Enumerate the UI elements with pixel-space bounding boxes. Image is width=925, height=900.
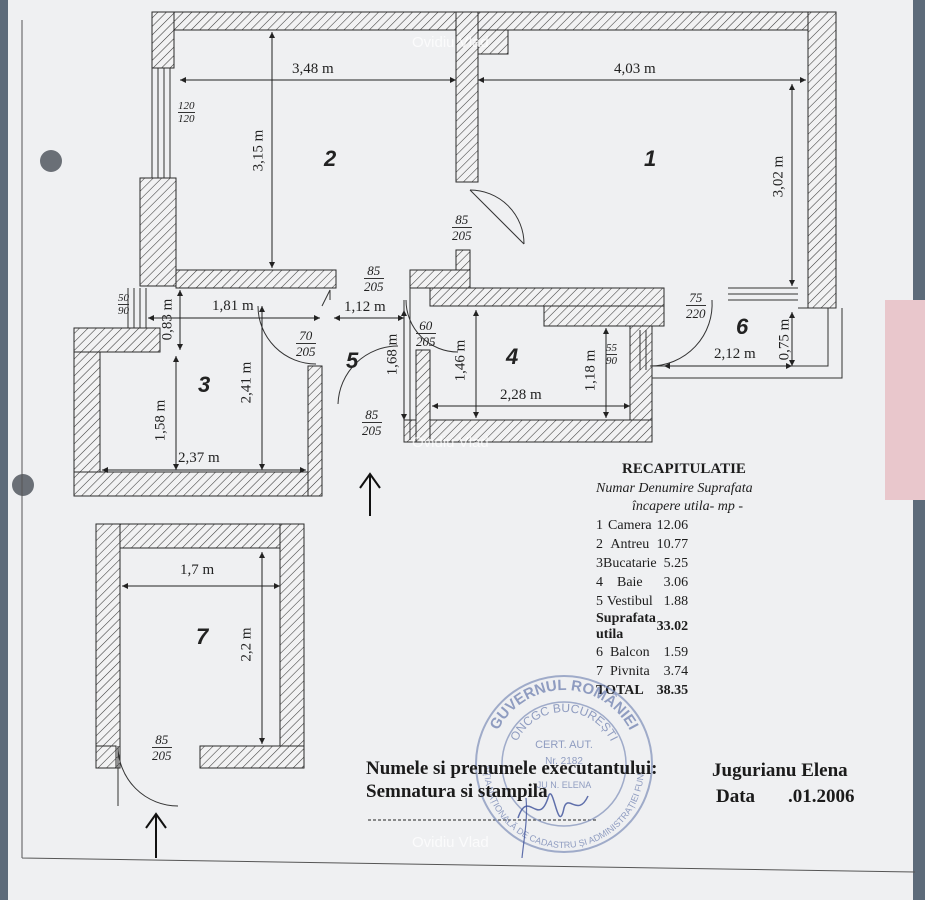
dimension-label: 0,75 m [776,318,793,361]
summary-header-line2: încapere utila- mp - [632,499,744,514]
dimension-label: 1,81 m [212,298,254,314]
dimension-label: 3,02 m [770,155,787,198]
punch-hole-top [40,150,62,172]
windows [127,68,798,370]
executant-name: Jugurianu Elena [712,760,848,781]
dimension-label: 2,12 m [714,346,756,362]
summary-header-line1: Numar Denumire Suprafata [596,481,753,496]
dimension-label: 3,15 m [250,129,267,172]
dimension-label: 1,12 m [344,299,386,315]
stamp-inner-text: ONCGC BUCUREȘTI [507,701,621,743]
room-label-6: 6 [736,314,749,339]
svg-text:ONCGC BUCUREȘTI: ONCGC BUCUREȘTI [507,701,621,743]
dimension-label: 2,37 m [178,450,220,466]
watermark: Ovidiu Vlad [412,34,489,51]
watermark: Ovidiu Vlad [412,834,489,851]
stamp-center-text: CERT. AUT. [535,739,593,751]
dimension-label: 2,28 m [500,387,542,403]
stamp-center-text: Nr. 2182 [545,756,583,767]
north-arrow-icon [145,812,167,858]
room-label-2: 2 [324,146,337,171]
room-label-3: 3 [198,372,211,397]
watermark: Ovidiu Vlad [412,434,489,451]
executant-label: Numele si prenumele executantului: [366,758,658,779]
dimension-lines [102,32,806,744]
dimension-label: 1,18 m [582,349,599,392]
room-label-7: 7 [196,624,209,649]
walls [73,11,837,769]
date-value: .01.2006 [788,786,855,807]
dimension-label: 1,68 m [384,333,401,376]
dimension-label: 2,41 m [238,361,255,404]
room-label-4: 4 [506,344,519,369]
dimension-label: 2,2 m [238,627,255,662]
dimension-label: 1,7 m [180,562,215,578]
signature [517,793,589,819]
north-arrow-icon [359,472,381,516]
dimension-label: 0,83 m [159,298,176,341]
dimension-label: 4,03 m [614,61,656,77]
summary-title: RECAPITULATIE [622,461,746,477]
background-paper-edge [885,300,925,500]
dimension-label: 3,48 m [292,61,334,77]
signature-label: Semnatura si stampila [366,781,548,802]
room-label-5: 5 [346,348,359,373]
stamp-center-text: JU N. ELENA [537,780,592,790]
date-label: Data [716,786,756,807]
dimension-label: 1,46 m [452,339,469,382]
dimension-label: 1,58 m [152,399,169,442]
room-label-1: 1 [644,146,657,171]
official-stamp: GUVERNUL ROMÂNIEI ONCGC BUCUREȘTI CERT. … [468,668,653,859]
door-swings [117,189,713,807]
punch-hole-bottom [12,474,34,496]
